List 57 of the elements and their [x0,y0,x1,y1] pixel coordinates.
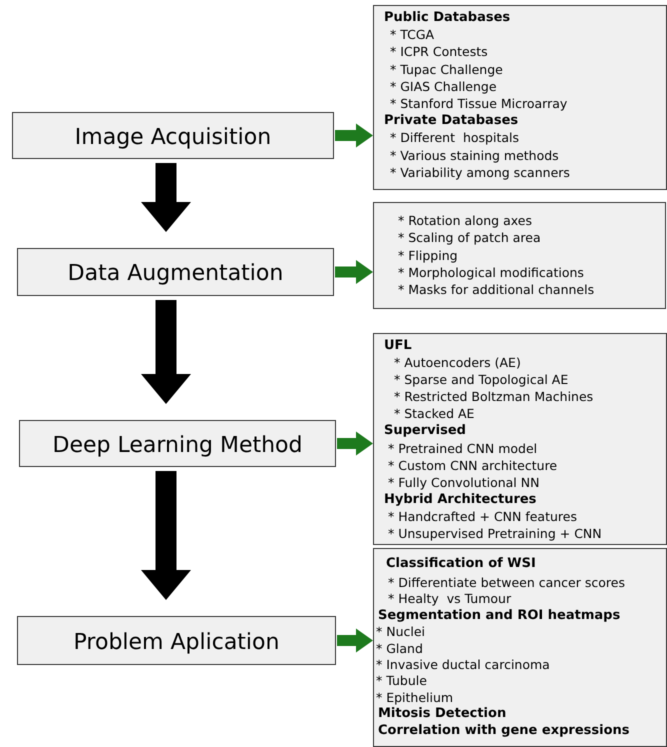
list-item: * Variability among scanners [389,164,570,181]
list-item: * Invasive ductal carcinoma [375,656,550,674]
process-box [19,420,336,467]
arrow [335,124,373,148]
step-label: Problem Aplication [74,630,280,654]
list-item: * GIAS Challenge [389,78,497,95]
list-item: * TCGA [389,26,434,44]
list-item: * Morphological modifications [397,264,584,282]
detail-panel [373,5,667,190]
arrow [337,432,373,456]
list-item: * Restricted Boltzman Machines [393,388,594,406]
list-item: * Stanford Tissue Microarray [389,94,568,112]
list-item: * Masks for additional channels [397,281,594,298]
list-item: * Gland [375,640,423,657]
process-box [17,248,334,296]
section-heading: Private Databases [383,112,518,130]
list-item: * Autoencoders (AE) [393,354,521,372]
step-label: Image Acquisition [74,124,272,150]
arrow [141,471,191,600]
list-item: * ICPR Contests [389,43,488,61]
list-item: * Handcrafted + CNN features [387,508,577,526]
step-label: Data Augmentation [68,261,284,286]
list-item: * Tubule [375,673,427,690]
section-heading: Classification of WSI [385,555,536,573]
list-item: * Epithelium [375,690,454,706]
step-label: Deep Learning Method [52,432,302,458]
arrow [337,628,373,652]
section-heading: Hybrid Architectures [383,490,536,508]
list-item: * Stacked AE [393,405,474,422]
detail-panel [373,548,667,747]
arrow [335,260,373,284]
detail-panel [373,202,666,309]
section-heading: Segmentation and ROI heatmaps [377,608,620,624]
arrow [141,163,191,232]
section-heading: Mitosis Detection [377,706,506,723]
section-heading: Supervised [383,422,466,440]
detail-panel [373,333,667,545]
process-box [17,616,336,665]
list-item: * Pretrained CNN model [387,440,538,457]
list-item: * Tupac Challenge [389,60,503,78]
section-heading: Public Databases [383,9,510,26]
list-item: * Healty vs Tumour [387,591,512,608]
section-heading: UFL [383,337,412,354]
list-item: * Scaling of patch area [397,229,541,247]
arrow [141,300,191,404]
list-item: * Differentiate between cancer scores [387,575,625,592]
process-box [12,112,334,159]
list-item: * Nuclei [375,624,426,641]
list-item: * Custom CNN architecture [387,456,558,474]
list-item: * Unsupervised Pretraining + CNN [387,525,602,542]
list-item: * Various staining methods [389,146,559,164]
list-item: * Rotation along axes [397,212,532,230]
list-item: * Different hospitals [389,129,519,146]
list-item: * Sparse and Topological AE [393,371,568,388]
list-item: * Fully Convolutional NN [387,474,540,491]
list-item: * Flipping [397,246,458,264]
section-heading: Correlation with gene expressions [377,722,630,739]
